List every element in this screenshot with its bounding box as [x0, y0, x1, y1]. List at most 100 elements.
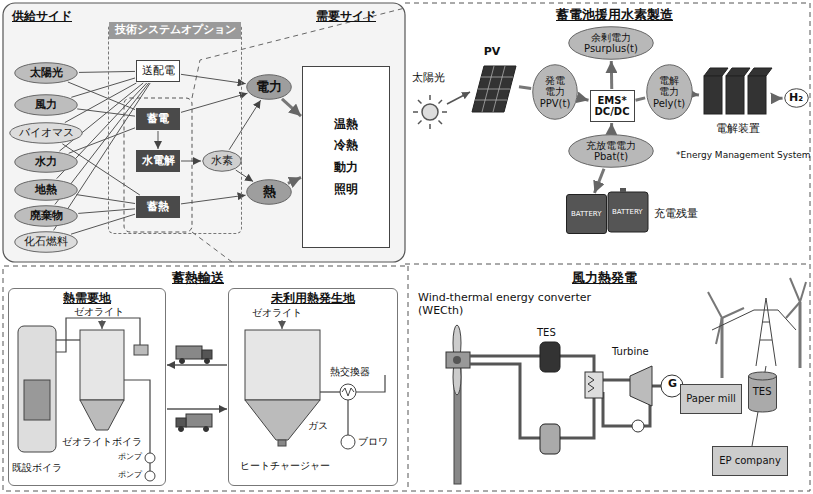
oval-shape [569, 27, 654, 60]
cylinder-rim [748, 376, 776, 380]
node-text: 温熱 冷熱 動力 照明 [332, 114, 360, 200]
part-label: 既設ボイラ [12, 462, 62, 474]
oval-shape [203, 151, 242, 172]
source-oval: 化石燃料 [14, 231, 78, 253]
node-text: 送配電 [142, 65, 175, 78]
connector [610, 123, 613, 133]
node-text: 熱 [263, 185, 276, 200]
part-label: Turbine [612, 346, 649, 358]
oval-shape [533, 65, 578, 120]
node-text: 熱需要地 [63, 292, 111, 306]
oval-shape [15, 95, 78, 116]
electrolyser [704, 68, 772, 114]
connector [777, 97, 783, 100]
panel-title: 風力熱発電 [572, 271, 637, 286]
heat-storage-box: 蓄熱 [136, 196, 180, 218]
truck [176, 414, 212, 432]
pipes [56, 318, 150, 471]
node-text: 余剰電力 [591, 32, 631, 44]
pump [145, 453, 155, 463]
battery: BATTERY [566, 194, 607, 234]
zoom-line [192, 232, 232, 262]
node-text: 充放電電力 [586, 140, 636, 152]
thermal-loop [470, 356, 661, 438]
power-oval: 発電 電力PPV(t) [532, 64, 578, 120]
node-text: 太陽光 [30, 67, 63, 80]
connector [181, 74, 246, 83]
cylinder-shape [748, 372, 776, 412]
connector [79, 71, 135, 72]
connector [77, 109, 135, 116]
pump [145, 471, 155, 481]
node-text: Pbat(t) [594, 151, 628, 163]
connector [167, 408, 227, 410]
part-label: Wind-thermal energy converter (WECth) [418, 292, 623, 317]
sun-label: 太陽光 [412, 72, 445, 85]
node-text: 水力 [35, 156, 57, 169]
truck [176, 346, 212, 364]
wind-farm [708, 278, 806, 378]
source-oval: 地熱 [14, 179, 78, 201]
source-oval: 廃棄物 [14, 205, 78, 227]
company-box: EP company [712, 446, 788, 476]
blower [341, 435, 355, 449]
charge-oval: 充放電電力Pbat(t) [568, 134, 654, 168]
node-text: 未利用熱発生地 [271, 292, 355, 306]
part-label: ゼオライトボイラ [62, 436, 142, 448]
cold-tank [540, 424, 560, 454]
part-label: ヒートチャージャー [240, 460, 330, 472]
heat-exchanger-coil [588, 376, 594, 392]
part-label: ゼオライト [74, 306, 124, 318]
symbol-label: G [668, 378, 677, 391]
oval-shape [247, 75, 292, 100]
oval-shape [15, 152, 78, 173]
connector [579, 98, 589, 100]
sun [413, 95, 447, 129]
oval-shape [784, 89, 808, 108]
node-text: 廃棄物 [30, 210, 63, 223]
side-heading: 需要サイド [316, 10, 376, 24]
heat-exchanger [585, 372, 603, 398]
connector [68, 82, 135, 110]
pylon [712, 298, 796, 446]
source-oval: 水力 [14, 151, 78, 173]
node-text: 蓄電 [147, 113, 169, 126]
pipes [320, 375, 385, 435]
heat-exchanger-coil [342, 388, 354, 396]
footnote: *Energy Management System [676, 150, 811, 160]
option-group: 技術システムオプション送配電蓄電水電解蓄熱 [108, 22, 242, 234]
node-text: DC/DC [595, 106, 630, 118]
connector [288, 177, 301, 183]
node-text: EP company [719, 455, 781, 467]
panel [3, 3, 405, 262]
oval-shape [10, 123, 83, 144]
demand-box: 温熱 冷熱 動力 照明 [302, 66, 390, 248]
wind-turbine [446, 325, 470, 484]
power-oval: 電力 [246, 74, 292, 100]
node-text: 水電解 [142, 155, 175, 168]
battery-terminal [620, 188, 626, 192]
feed-arrow [102, 320, 103, 329]
node-text: 地熱 [35, 184, 57, 197]
hydrogen-oval: 水素 [202, 150, 242, 172]
battery [608, 192, 648, 232]
oval-shape [15, 232, 78, 253]
connector [229, 100, 260, 150]
node-text: EMS* [597, 95, 626, 107]
node-text: バイオマス [19, 127, 74, 140]
node-text: 電解 電力 [658, 75, 680, 98]
node-text: 水素 [211, 155, 233, 168]
connector [76, 195, 135, 204]
panel-title: 蓄熱輸送 [172, 271, 224, 286]
connector [610, 61, 613, 89]
connector [282, 99, 301, 116]
node-text: BATTERY [571, 210, 602, 218]
oval-shape [569, 135, 654, 168]
zeolite-boiler [80, 330, 124, 430]
part-label: ゼオライト [252, 307, 302, 319]
connector [236, 170, 253, 181]
pv-panel [472, 66, 516, 112]
light-arrow [447, 92, 470, 104]
